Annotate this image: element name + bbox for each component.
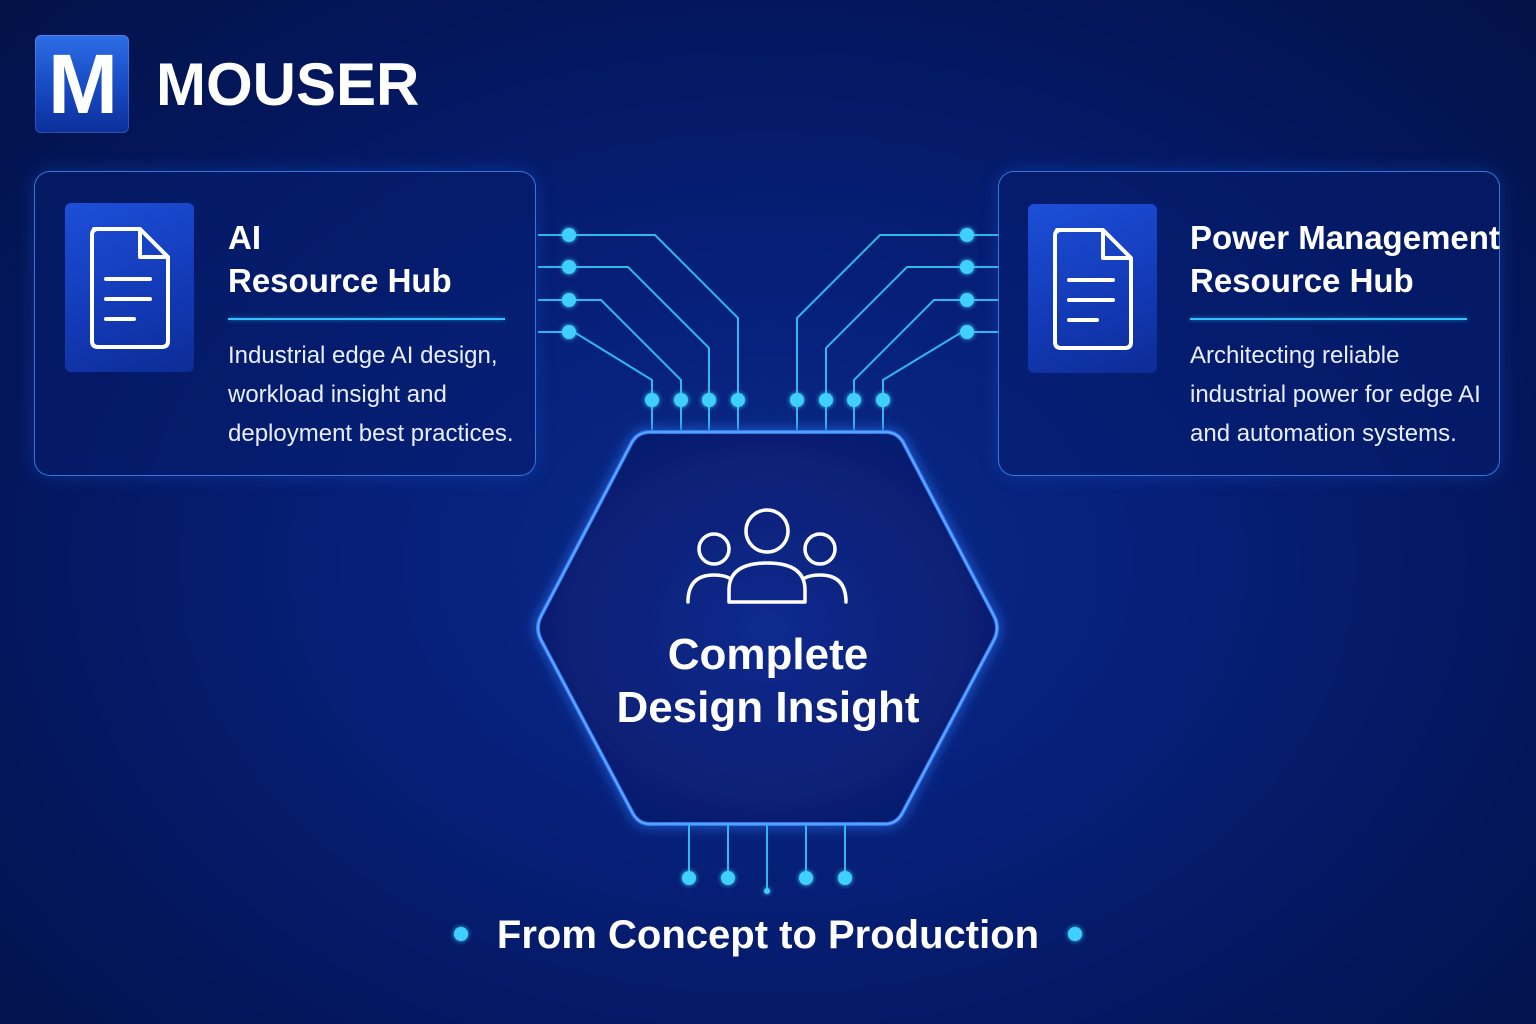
node xyxy=(702,393,716,407)
node xyxy=(562,228,576,242)
node xyxy=(819,393,833,407)
node xyxy=(562,293,576,307)
node xyxy=(790,393,804,407)
node xyxy=(562,325,576,339)
tagline-node-right xyxy=(1068,927,1082,941)
node xyxy=(960,325,974,339)
card-ai-resource-hub[interactable]: AI Resource Hub Industrial edge AI desig… xyxy=(34,171,536,476)
node xyxy=(731,393,745,407)
tagline-node-left xyxy=(454,927,468,941)
card-title: Power Management Resource Hub xyxy=(1190,216,1500,302)
node xyxy=(960,260,974,274)
card-description: Architecting reliable industrial power f… xyxy=(1190,336,1490,453)
card-description-line: industrial power for edge AI xyxy=(1190,381,1481,408)
card-description-line: workload insight and xyxy=(228,381,447,408)
node xyxy=(960,293,974,307)
document-icon xyxy=(89,226,170,349)
trace-right-3 xyxy=(853,299,998,400)
node xyxy=(960,228,974,242)
hub-content: Complete Design Insight xyxy=(568,500,968,734)
hub-title: Complete Design Insight xyxy=(568,628,968,734)
node xyxy=(876,393,890,407)
document-icon xyxy=(1052,227,1133,350)
card-title-line: Resource Hub xyxy=(228,262,452,299)
card-description-line: Architecting reliable xyxy=(1190,342,1400,369)
brand-logo-letter: M xyxy=(48,37,118,131)
brand-logo: M MOUSER xyxy=(35,35,419,133)
card-description-line: deployment best practices. xyxy=(228,420,514,447)
node xyxy=(645,393,659,407)
card-title-line: Resource Hub xyxy=(1190,262,1414,299)
hub-title-line: Design Insight xyxy=(616,683,920,732)
tagline: From Concept to Production xyxy=(496,913,1040,957)
card-icon-container xyxy=(1028,204,1157,373)
trace-right-1 xyxy=(796,234,998,400)
card-title: AI Resource Hub xyxy=(228,216,528,302)
trace-nodes xyxy=(562,228,974,407)
trace-left-1 xyxy=(538,234,739,400)
card-divider xyxy=(1190,318,1467,320)
card-description-line: Industrial edge AI design, xyxy=(228,342,498,369)
card-description-line: and automation systems. xyxy=(1190,420,1457,447)
brand-logo-mark: M xyxy=(35,35,129,133)
card-description: Industrial edge AI design, workload insi… xyxy=(228,336,528,453)
left-traces xyxy=(538,234,739,432)
node xyxy=(674,393,688,407)
bottom-nodes xyxy=(682,871,852,894)
card-title-line: Power Management xyxy=(1190,219,1500,256)
node xyxy=(847,393,861,407)
trace-left-4 xyxy=(538,331,653,400)
trace-left-3 xyxy=(538,299,682,400)
card-title-line: AI xyxy=(228,219,261,256)
bottom-traces xyxy=(688,824,846,890)
card-power-management-resource-hub[interactable]: Power Management Resource Hub Architecti… xyxy=(998,171,1500,476)
node xyxy=(562,260,576,274)
trace-right-2 xyxy=(825,266,998,400)
card-icon-container xyxy=(65,203,194,372)
hub-title-line: Complete xyxy=(667,630,869,679)
right-traces xyxy=(796,234,998,432)
brand-name: MOUSER xyxy=(156,50,420,118)
trace-right-4 xyxy=(882,331,998,400)
card-divider xyxy=(228,318,505,320)
trace-left-2 xyxy=(538,266,710,400)
